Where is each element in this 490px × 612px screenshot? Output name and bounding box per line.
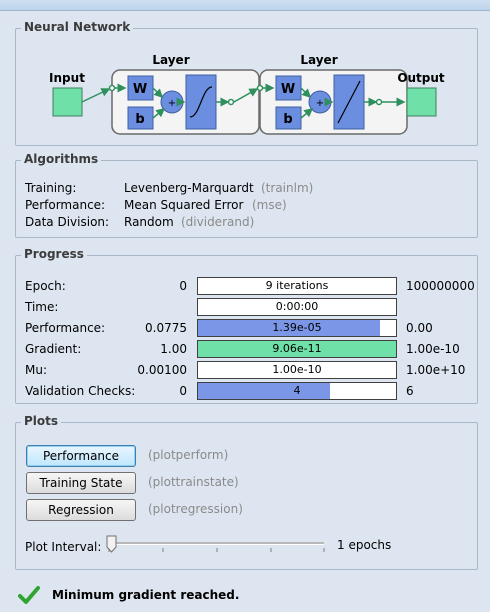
performance-progress-fill xyxy=(198,320,381,336)
time-progress-bar: 0:00:00 xyxy=(197,298,397,316)
performance-function: (mse) xyxy=(252,198,287,212)
gradient-start-value: 1.00 xyxy=(160,342,187,356)
layer2-weight-box xyxy=(275,75,302,101)
plot-interval-value: 1 epochs xyxy=(337,538,392,552)
performance-value: Mean Squared Error xyxy=(124,198,244,212)
gradient-current-value: 9.06e-11 xyxy=(272,342,322,355)
mu-current-value: 1.00e-10 xyxy=(272,363,322,376)
plots-legend: Plots xyxy=(21,414,62,428)
plot-training-state-function: (plottrainstate) xyxy=(148,475,239,489)
layer2-bias-label: b xyxy=(283,112,292,127)
time-label: Time: xyxy=(25,300,59,314)
layer1-label: Layer xyxy=(152,53,189,67)
plot-interval-slider[interactable] xyxy=(104,535,326,555)
layer1-weight-label: W xyxy=(133,82,147,97)
performance-progress-bar: 1.39e-05 xyxy=(197,319,397,337)
connections xyxy=(81,83,406,119)
slider-ticks xyxy=(108,548,325,552)
plot-regression-function: (plotregression) xyxy=(148,502,243,516)
status-bar: Minimum gradient reached. xyxy=(0,578,490,612)
epoch-start-value: 0 xyxy=(179,279,187,293)
mu-label: Mu: xyxy=(25,363,48,377)
slider-track xyxy=(108,542,324,545)
plot-regression-button[interactable]: Regression xyxy=(26,499,136,521)
neural-network-legend: Neural Network xyxy=(21,20,134,34)
tansig-curve-icon xyxy=(189,86,213,118)
network-diagram: Input Layer W b + Layer W b + Output xyxy=(49,53,445,135)
mu-start-value: 0.00100 xyxy=(137,363,187,377)
epoch-label: Epoch: xyxy=(25,279,66,293)
output-node xyxy=(406,87,437,117)
gradient-label: Gradient: xyxy=(25,342,82,356)
plots-panel: Plots xyxy=(15,414,478,570)
gradient-end-value: 1.00e-10 xyxy=(406,342,460,356)
validation-checks-progress-fill xyxy=(198,383,331,399)
validation-checks-progress-bar: 4 xyxy=(197,382,397,400)
status-message: Minimum gradient reached. xyxy=(52,588,240,602)
time-current-value: 0:00:00 xyxy=(275,300,319,313)
plot-training-state-button[interactable]: Training State xyxy=(26,472,136,494)
epoch-current-value: 9 iterations xyxy=(265,279,329,292)
plot-performance-function: (plotperform) xyxy=(148,448,229,462)
algorithms-legend: Algorithms xyxy=(21,152,102,166)
performance-start-value: 0.0775 xyxy=(145,321,187,335)
window-title-bar xyxy=(0,0,490,11)
performance-current-value: 1.39e-05 xyxy=(272,321,322,334)
data-division-value: Random xyxy=(124,215,174,229)
validation-checks-start-value: 0 xyxy=(179,384,187,398)
training-function: (trainlm) xyxy=(261,181,314,195)
epoch-progress-bar: 9 iterations xyxy=(197,277,397,295)
layer2-weight-label: W xyxy=(281,82,295,97)
training-value: Levenberg-Marquardt xyxy=(124,181,254,195)
validation-checks-label: Validation Checks: xyxy=(25,384,136,398)
plot-performance-button[interactable]: Performance xyxy=(26,445,136,467)
gradient-progress-fill xyxy=(198,341,396,357)
progress-legend: Progress xyxy=(21,247,87,261)
purelin-line-icon xyxy=(337,80,361,124)
mu-progress-bar: 1.00e-10 xyxy=(197,361,397,379)
performance-label: Performance: xyxy=(25,198,106,212)
data-division-label: Data Division: xyxy=(25,215,110,229)
gradient-progress-bar: 9.06e-11 xyxy=(197,340,397,358)
checkmark-icon xyxy=(18,586,40,604)
validation-checks-end-value: 6 xyxy=(406,384,414,398)
training-label: Training: xyxy=(25,181,77,195)
layer2-label: Layer xyxy=(300,53,337,67)
input-label: Input xyxy=(49,71,85,85)
slider-thumb[interactable] xyxy=(106,535,118,553)
layer1-bias-label: b xyxy=(135,112,144,127)
layer1-sum-label: + xyxy=(168,98,176,109)
data-division-function: (dividerand) xyxy=(181,215,255,229)
performance-label: Performance: xyxy=(25,321,106,335)
algorithms-panel: Algorithms Training: Levenberg-Marquardt… xyxy=(15,152,478,238)
plot-interval-label: Plot Interval: xyxy=(25,540,102,554)
epoch-end-value: 100000000 xyxy=(406,279,475,293)
performance-end-value: 0.00 xyxy=(406,321,433,335)
validation-checks-current-value: 4 xyxy=(293,384,301,397)
mu-end-value: 1.00e+10 xyxy=(406,363,466,377)
input-node xyxy=(52,87,83,117)
output-label: Output xyxy=(397,71,445,85)
layer2-sum-label: + xyxy=(316,98,324,109)
neural-network-panel: Neural Network Input Layer W b + Layer W… xyxy=(15,20,478,146)
